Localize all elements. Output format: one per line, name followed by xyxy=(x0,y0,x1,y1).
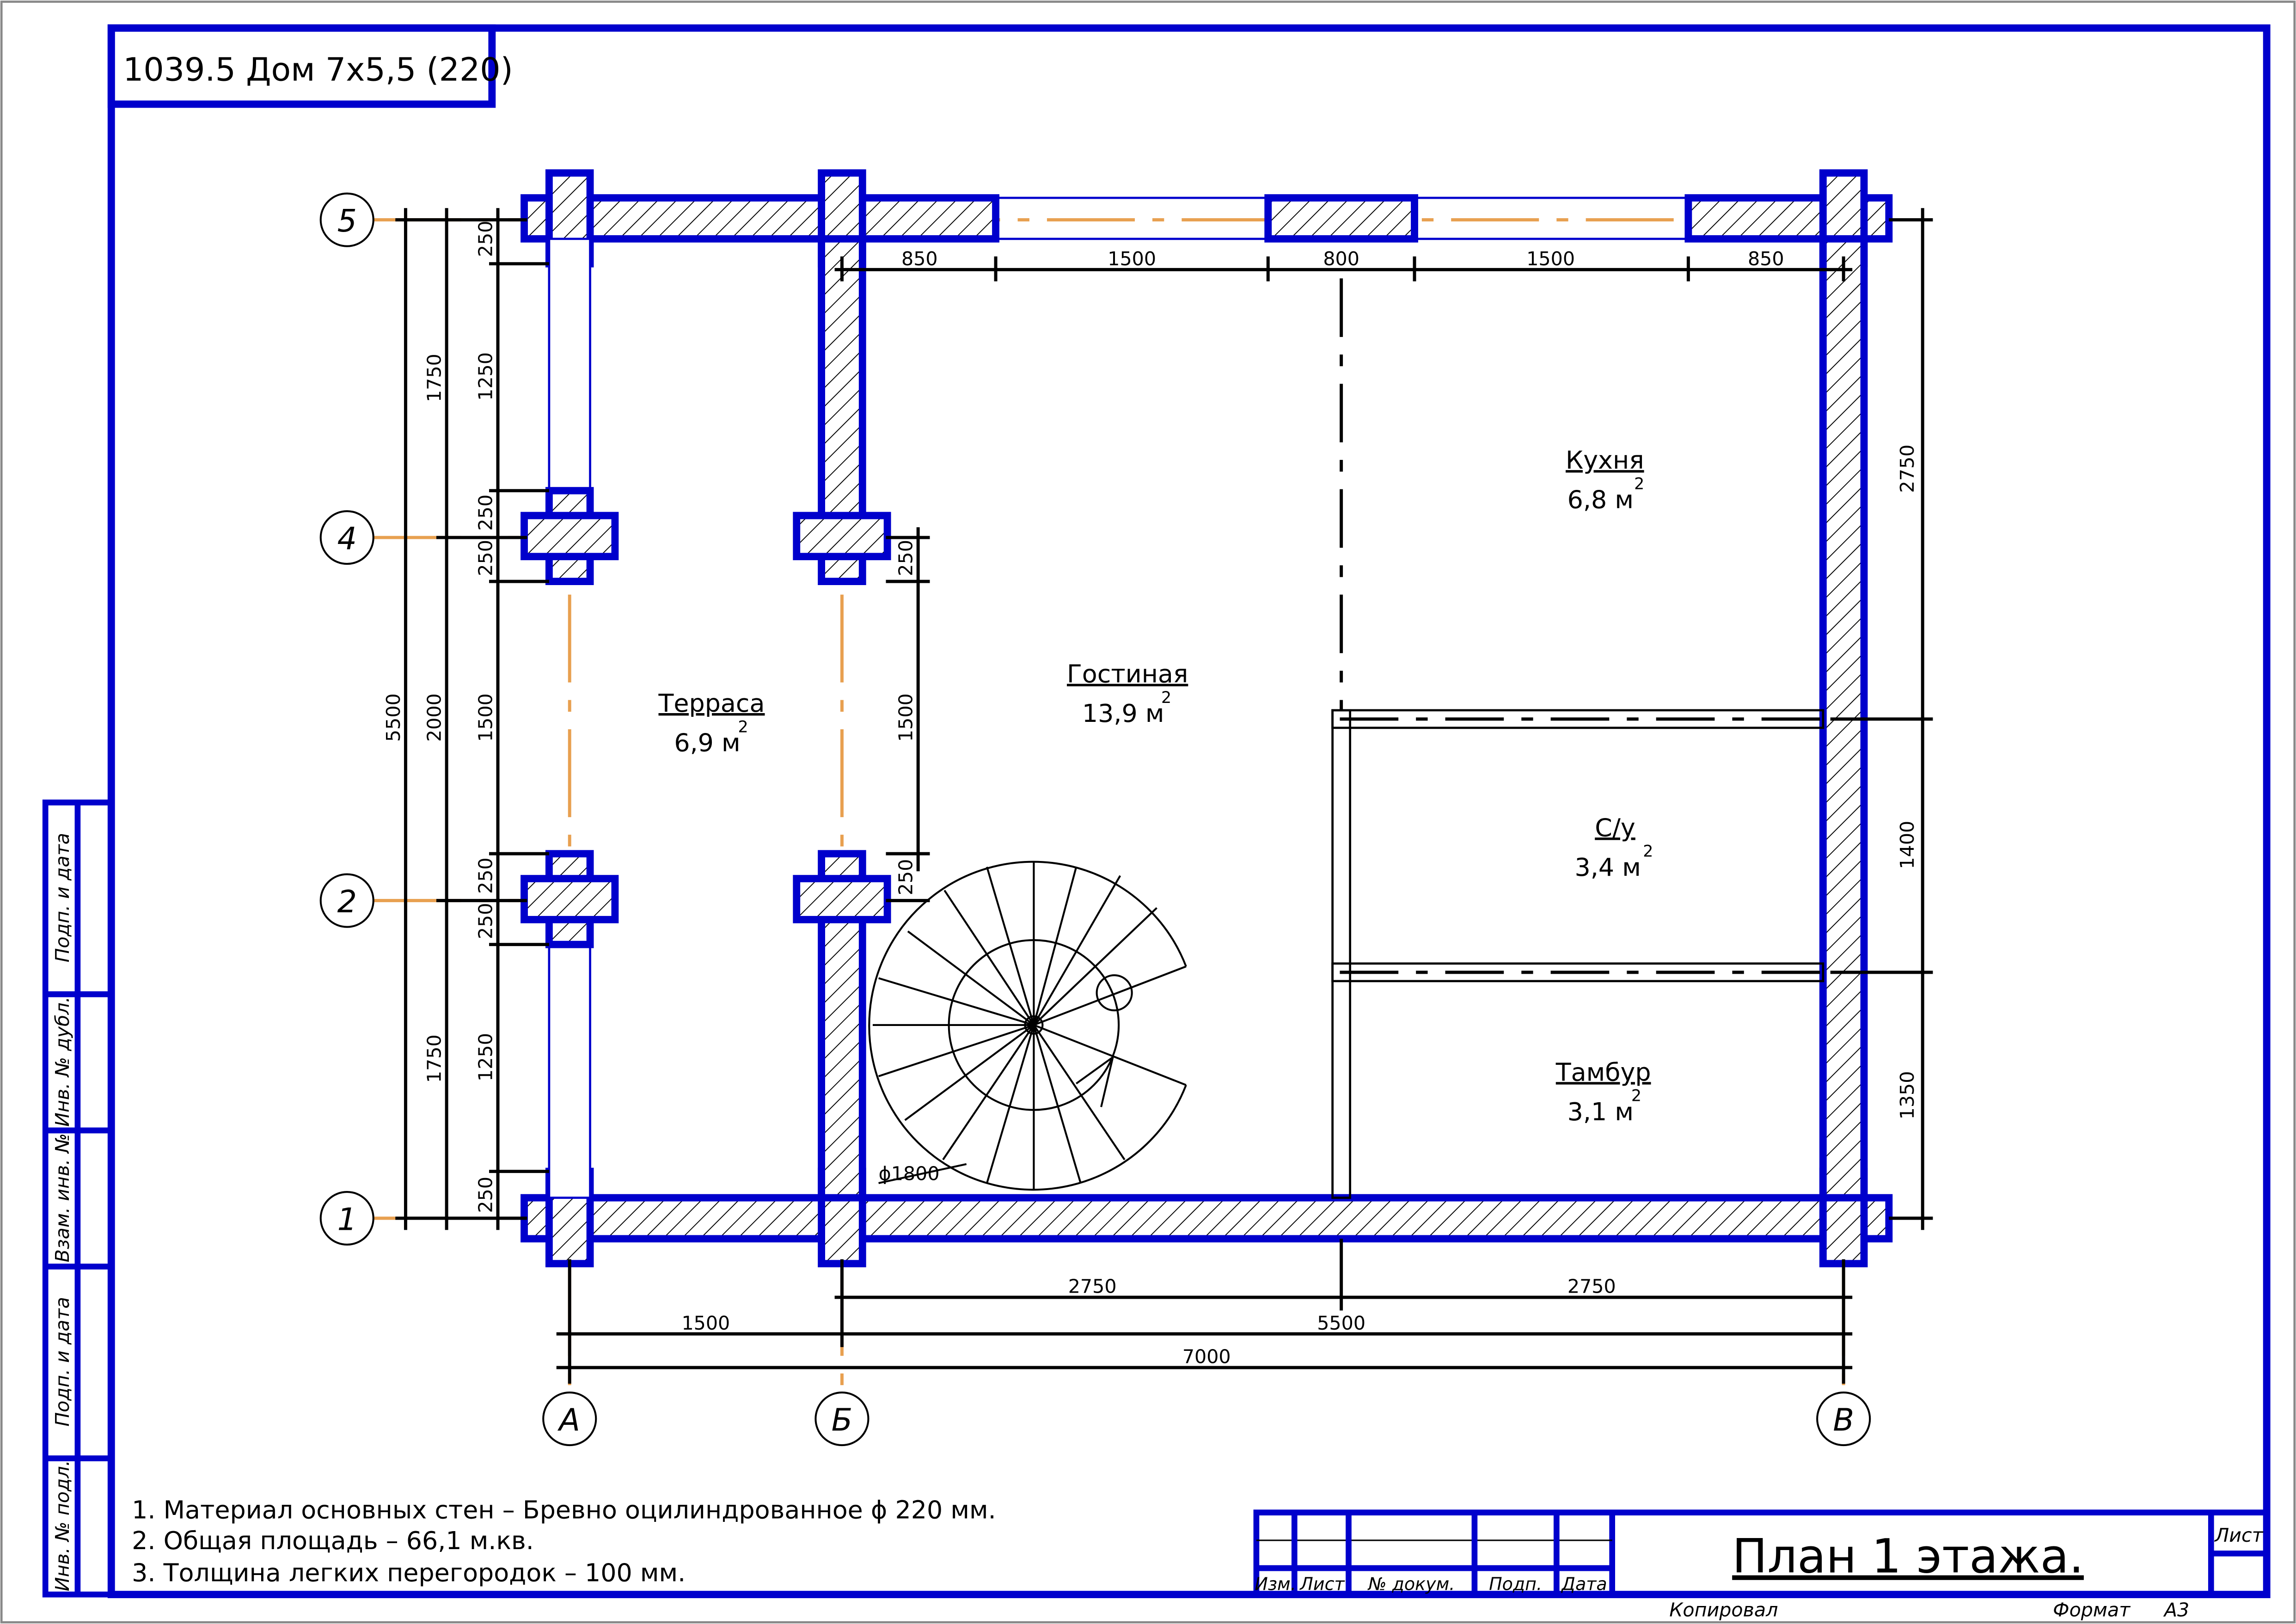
room-area: 6,9 м xyxy=(674,728,740,757)
dim-top: 1500 xyxy=(1108,248,1156,270)
dim-left-outer: 5500 xyxy=(382,693,404,742)
room-area-sup: 2 xyxy=(1643,843,1653,861)
room-bathroom: С/у 3,4 м 2 xyxy=(1574,813,1653,882)
room-name: Тамбур xyxy=(1555,1057,1651,1087)
project-title-box: 1039.5 Дом 7х5,5 (220) xyxy=(107,24,513,108)
side-stamp-label: Подп. и дата xyxy=(51,1297,73,1426)
axis-row-label: 5 xyxy=(337,203,357,239)
axis-col-label: Б xyxy=(832,1402,853,1438)
dim-left-inner: 250 xyxy=(474,903,496,940)
axis-labels: 5 4 2 1 А Б В xyxy=(337,203,1854,1438)
format-value: А3 xyxy=(2163,1599,2189,1621)
room-living: Гостиная 13,9 м 2 xyxy=(1067,659,1188,728)
room-area: 6,8 м xyxy=(1567,485,1634,514)
dim-col-b: 1500 xyxy=(894,693,917,742)
room-name: Гостиная xyxy=(1067,659,1188,689)
room-name: Кухня xyxy=(1566,446,1644,475)
room-area-sup: 2 xyxy=(1161,689,1171,707)
side-stamp-label: Подп. и дата xyxy=(51,833,73,962)
side-stamp-label: Взам. инв. № xyxy=(51,1133,73,1263)
dim-top: 850 xyxy=(1748,248,1784,270)
room-labels: Терраса 6,9 м 2 Гостиная 13,9 м 2 Кухня … xyxy=(658,446,1653,1126)
copied-label: Копировал xyxy=(1669,1599,1778,1621)
title-block-header: № докум. xyxy=(1367,1574,1455,1594)
axis-bubbles xyxy=(319,192,1871,1447)
title-block-header: Лист xyxy=(1299,1574,1345,1594)
dim-bottom: 2750 xyxy=(1068,1276,1117,1298)
sheet-number-label: Лист xyxy=(2214,1524,2263,1546)
dim-right: 1400 xyxy=(1896,821,1918,869)
dim-left-inner: 250 xyxy=(474,540,496,576)
dim-bottom: 1500 xyxy=(681,1312,730,1334)
dim-left-inner: 1250 xyxy=(474,1033,496,1081)
room-area-sup: 2 xyxy=(1634,475,1644,494)
spiral-stair xyxy=(868,861,1187,1191)
room-area: 3,4 м xyxy=(1574,853,1641,882)
room-terrace: Терраса 6,9 м 2 xyxy=(658,689,765,757)
dim-bottom: 5500 xyxy=(1317,1312,1365,1334)
note-line: 3. Толщина легких перегородок – 100 мм. xyxy=(132,1558,686,1587)
room-area-sup: 2 xyxy=(738,718,748,736)
dim-top: 800 xyxy=(1323,248,1359,270)
title-block: Изм. Лист № докум. Подп. Дата План 1 эта… xyxy=(1253,1509,2270,1621)
dim-bottom: 7000 xyxy=(1182,1346,1231,1368)
project-title: 1039.5 Дом 7х5,5 (220) xyxy=(123,51,513,89)
title-block-header: Дата xyxy=(1561,1574,1607,1594)
dimension-lines xyxy=(395,208,1933,1384)
axis-row-label: 4 xyxy=(337,520,357,556)
title-block-header: Изм. xyxy=(1255,1574,1296,1594)
side-stamp: Подп. и дата Инв. № дубл. Взам. инв. № П… xyxy=(42,800,115,1598)
note-line: 2. Общая площадь – 66,1 м.кв. xyxy=(132,1526,534,1555)
notes: 1. Материал основных стен – Бревно оцили… xyxy=(132,1495,996,1587)
dim-top: 1500 xyxy=(1526,248,1575,270)
dim-col-b: 250 xyxy=(894,859,917,896)
partitions xyxy=(1331,278,1825,1199)
dim-left-inner: 250 xyxy=(474,495,496,531)
dim-left-inner: 1500 xyxy=(474,693,496,742)
format-label: Формат xyxy=(2053,1599,2131,1621)
dim-left-inner: 1250 xyxy=(474,352,496,401)
dim-right: 1350 xyxy=(1896,1071,1918,1120)
dim-left-inner: 250 xyxy=(474,857,496,894)
dim-left-inner: 250 xyxy=(474,221,496,257)
side-stamp-label: Инв. № дубл. xyxy=(51,996,73,1127)
stair-diameter: ϕ1800 xyxy=(879,1163,940,1185)
dim-left-mid: 1750 xyxy=(423,354,445,402)
room-kitchen: Кухня 6,8 м 2 xyxy=(1566,446,1644,514)
dim-top: 850 xyxy=(901,248,938,270)
axis-col-label: В xyxy=(1833,1402,1854,1438)
dim-left-mid: 1750 xyxy=(423,1034,445,1083)
sheet-title: План 1 этажа. xyxy=(1732,1529,2084,1584)
room-area: 13,9 м xyxy=(1082,699,1164,728)
note-line: 1. Материал основных стен – Бревно оцили… xyxy=(132,1495,996,1524)
room-area-sup: 2 xyxy=(1631,1087,1641,1105)
room-name: Терраса xyxy=(658,689,765,718)
dimension-labels: 850 1500 800 1500 850 2750 2750 1500 550… xyxy=(382,221,1918,1368)
axis-col-label: А xyxy=(557,1402,580,1438)
dim-left-mid: 2000 xyxy=(423,693,445,742)
room-vestibule: Тамбур 3,1 м 2 xyxy=(1555,1057,1651,1126)
axis-row-label: 2 xyxy=(337,884,357,920)
dim-col-b: 250 xyxy=(894,540,917,576)
dim-right: 2750 xyxy=(1896,445,1918,493)
axis-row-label: 1 xyxy=(337,1201,357,1237)
dim-left-inner: 250 xyxy=(474,1177,496,1213)
room-name: С/у xyxy=(1595,813,1635,842)
room-area: 3,1 м xyxy=(1567,1097,1634,1126)
side-stamp-label: Инв. № подл. xyxy=(51,1460,73,1591)
dim-bottom: 2750 xyxy=(1567,1276,1616,1298)
title-block-header: Подп. xyxy=(1489,1574,1542,1594)
